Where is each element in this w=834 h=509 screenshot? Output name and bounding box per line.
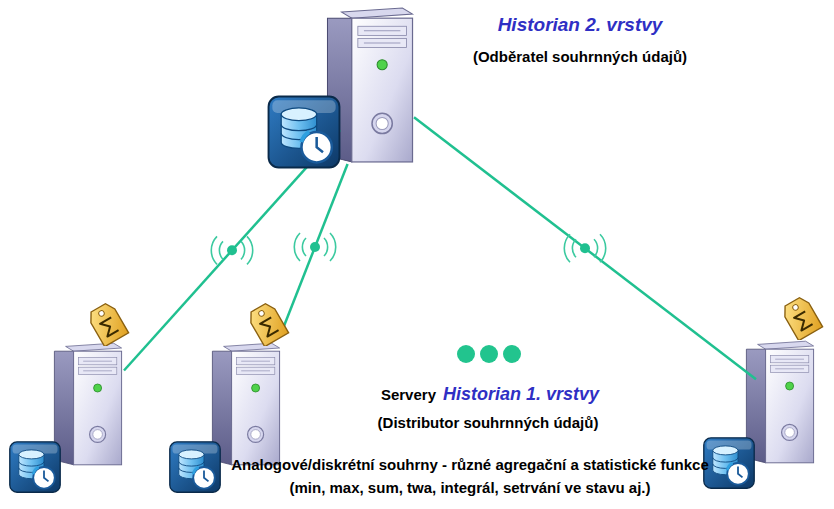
wireless-symbol bbox=[294, 233, 335, 261]
label-row: Analogové/diskrétní souhrny - různé agre… bbox=[150, 456, 790, 473]
tier-name: Historian 1. vrstvy bbox=[443, 384, 599, 405]
caption-text: Analogové/diskrétní souhrny - různé agre… bbox=[231, 456, 709, 473]
historian-tier1-server bbox=[756, 326, 818, 480]
historian-tier1-server bbox=[62, 330, 124, 480]
server-icon bbox=[212, 343, 279, 465]
sigma-tag-icon bbox=[246, 301, 288, 347]
database-icon bbox=[10, 442, 60, 492]
database-icon bbox=[269, 97, 340, 168]
database-icon bbox=[704, 438, 754, 488]
network-link bbox=[282, 164, 347, 330]
server-icon bbox=[746, 341, 813, 463]
wireless-symbol bbox=[564, 234, 605, 262]
server-icon bbox=[54, 343, 121, 465]
label-row: (min, max, sum, twa, integrál, setrvání … bbox=[150, 479, 790, 496]
caption-text: (Distributor souhrnných údajů) bbox=[378, 414, 599, 431]
caption-text: (min, max, sum, twa, integrál, setrvání … bbox=[290, 479, 651, 496]
network-link bbox=[414, 117, 756, 379]
sigma-tag-icon bbox=[780, 295, 822, 341]
ellipsis-dots bbox=[457, 345, 521, 363]
label-row: (Distributor souhrnných údajů) bbox=[168, 414, 808, 431]
server-subtitle: (Odběratel souhrnných údajů) bbox=[450, 48, 710, 65]
database-icon bbox=[170, 442, 220, 492]
wireless-symbol bbox=[211, 236, 252, 264]
caption-text: Servery bbox=[381, 386, 436, 403]
server-title: Historian 2. vrstvy bbox=[450, 14, 710, 36]
sigma-tag-icon bbox=[86, 301, 128, 347]
label-row: Servery Historian 1. vrstvy bbox=[170, 384, 810, 405]
historian-tier2-server: Historian 2. vrstvy(Odběratel souhrnných… bbox=[340, 14, 414, 164]
